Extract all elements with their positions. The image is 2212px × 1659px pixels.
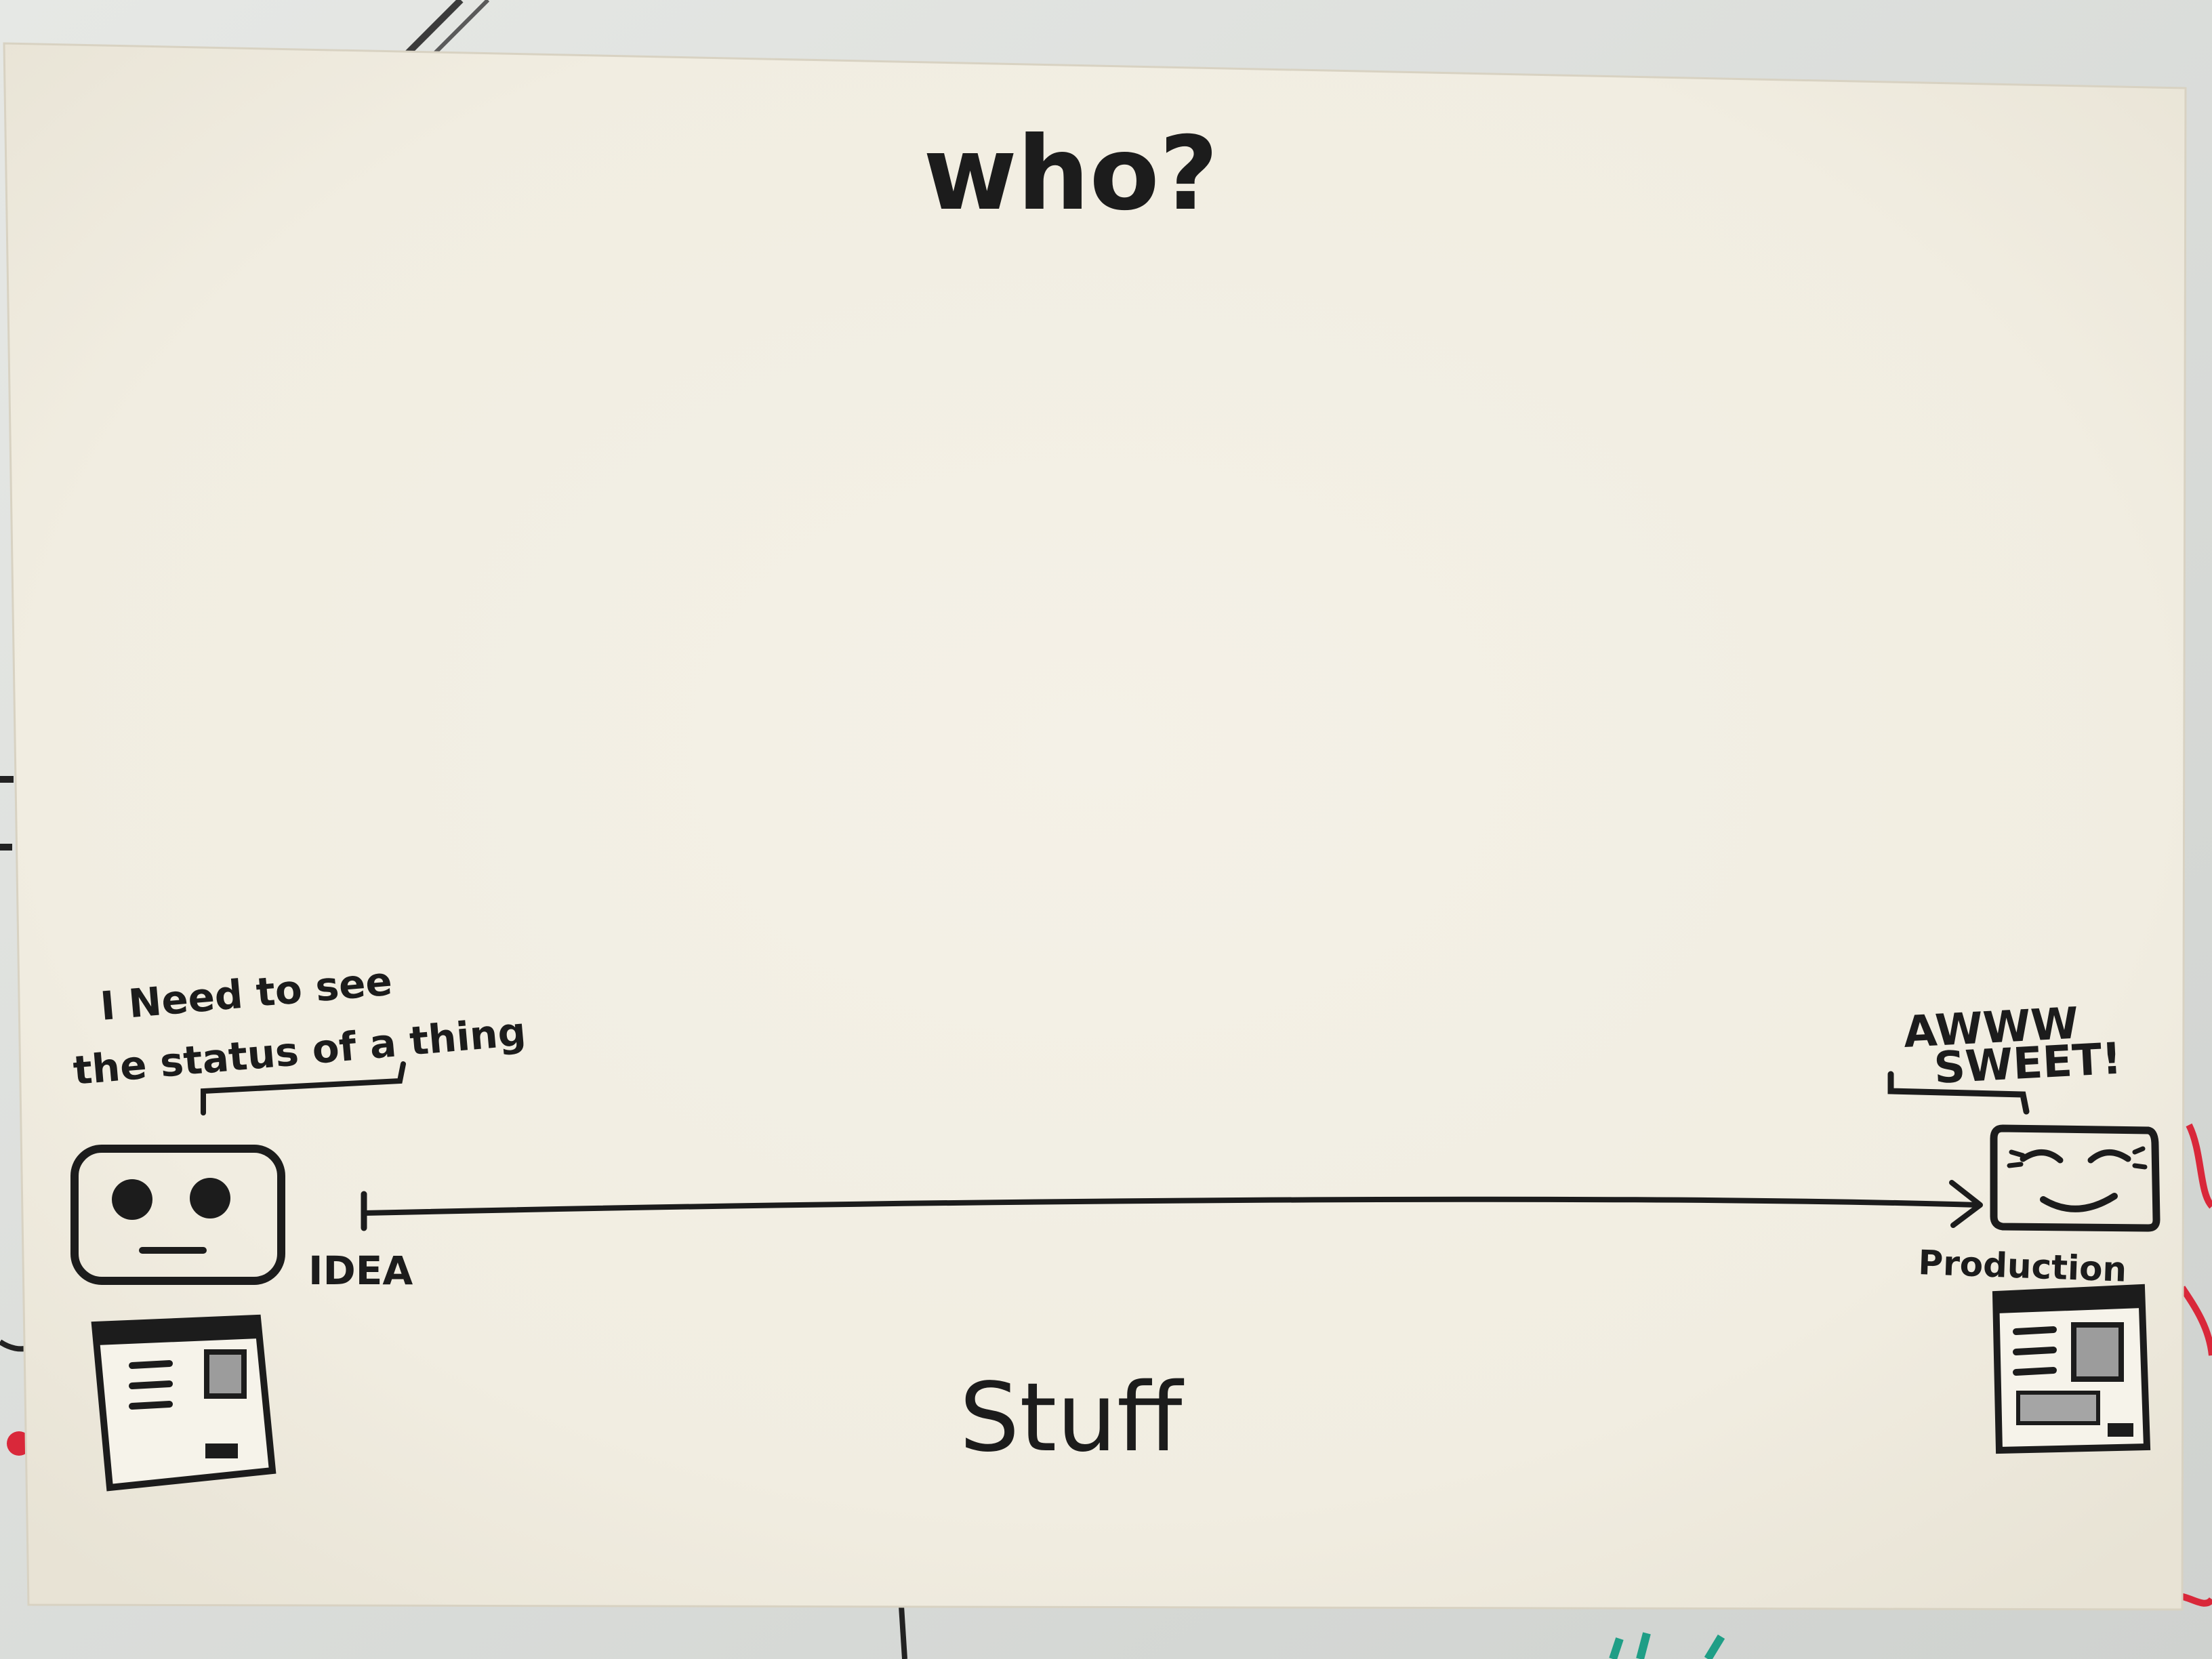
right-speech-line-2: SWEET! [1933, 1034, 2123, 1094]
sheet-footer: Stuff [960, 1363, 1185, 1473]
sheet-heading: who? [923, 115, 1218, 233]
happy-face-icon [1990, 1124, 2160, 1232]
timeline-line [361, 1196, 1980, 1216]
right-webpage-mockup-icon [1992, 1284, 2151, 1454]
right-speech-bubble: AWWW SWEET! [1887, 999, 2123, 1115]
right-speech-line-1: AWWW [1902, 999, 2080, 1058]
left-webpage-mockup-icon [91, 1314, 276, 1492]
timeline-arrowhead [1949, 1180, 1983, 1228]
paper-sheet [3, 42, 2187, 1611]
right-speech-pointer [1887, 1071, 2030, 1115]
left-speech-pointer [201, 1061, 406, 1115]
timeline-end-label: Production [1918, 1243, 2128, 1290]
timeline: IDEA Production [308, 1180, 2128, 1294]
neutral-robot-face-icon [70, 1145, 285, 1285]
timeline-start-label: IDEA [308, 1248, 413, 1294]
